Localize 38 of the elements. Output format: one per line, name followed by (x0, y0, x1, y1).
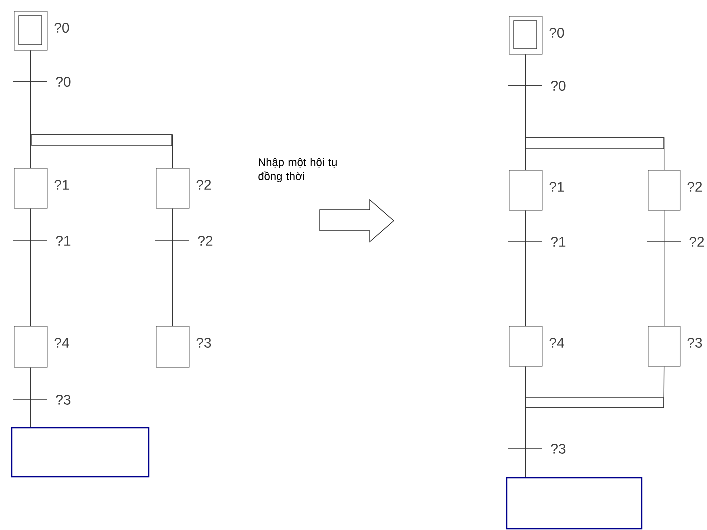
step-box (509, 326, 543, 367)
step-box (648, 326, 681, 367)
empty-box (506, 477, 643, 530)
transition-label: ?0 (551, 81, 566, 91)
connector-line (664, 210, 665, 326)
initial-step-box (509, 16, 543, 55)
step-label: ?2 (196, 180, 212, 190)
step-box (509, 170, 543, 211)
connector-line (525, 54, 665, 170)
note-text: Nhập một hội tụ đồng thời (258, 158, 337, 182)
connector-line (30, 367, 32, 428)
step-label: ?1 (550, 182, 564, 192)
step-label: ?1 (54, 180, 70, 190)
connector-line (30, 208, 32, 326)
step-label: ?3 (196, 338, 212, 348)
empty-box (11, 427, 150, 478)
transition-label: ?3 (56, 395, 71, 405)
initial-step-box (14, 11, 48, 51)
transition-label: ?3 (551, 444, 566, 454)
transition-label: ?1 (56, 236, 71, 246)
step-box (156, 326, 190, 368)
step-label: ?0 (54, 23, 70, 33)
transition-label: ?1 (551, 237, 566, 247)
connector-line (526, 366, 665, 478)
step-label: ?2 (688, 182, 702, 192)
transition-label: ?2 (198, 236, 213, 246)
step-box (648, 170, 681, 211)
step-box (14, 168, 48, 209)
step-box (14, 326, 48, 368)
connector-line (172, 208, 174, 326)
step-box (156, 168, 190, 209)
step-label: ?4 (54, 338, 70, 348)
step-label: ?3 (688, 338, 702, 348)
step-label: ?4 (550, 338, 564, 348)
transition-label: ?0 (56, 77, 71, 87)
step-label: ?0 (550, 28, 564, 38)
transition-label: ?2 (690, 237, 704, 247)
connector-line (30, 50, 174, 168)
